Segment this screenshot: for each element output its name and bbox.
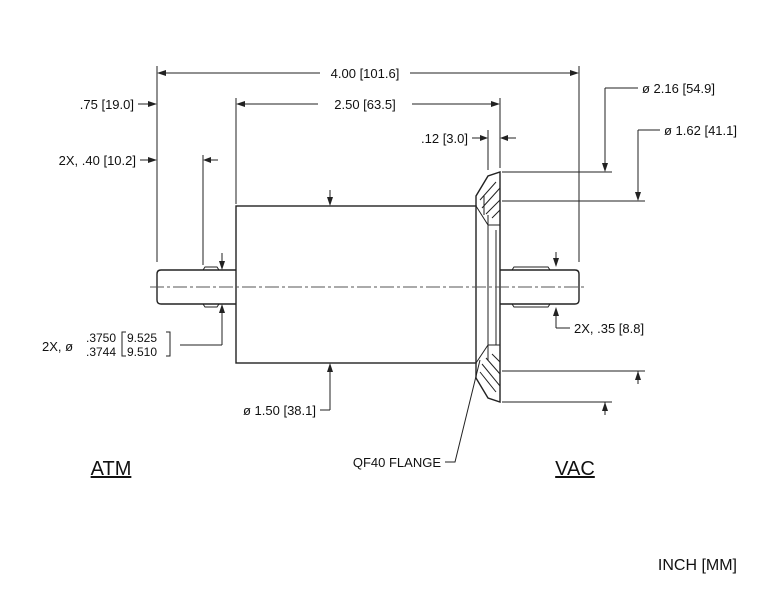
- flange-hatch-top: [479, 181, 501, 219]
- vac-shaft: [500, 269, 580, 305]
- dim-flange-id: ø 1.62 [41.1]: [502, 123, 737, 384]
- flange-label: QF40 FLANGE: [353, 455, 441, 470]
- flange-chamfer-bottom: [475, 344, 500, 364]
- dim-body-length: 2.50 [63.5]: [235, 97, 501, 204]
- atm-label: ATM: [91, 458, 132, 480]
- dim-overall-text: 4.00 [101.6]: [331, 66, 400, 81]
- dim-shaft-max-in: .3750: [86, 331, 116, 345]
- dim-shaft-dia: 2X, ø .3750 .3744 9.525 9.510: [42, 253, 225, 359]
- dim-flange-id-text: ø 1.62 [41.1]: [664, 123, 737, 138]
- tolerance-bracket: [121, 331, 126, 357]
- dim-vac-groove: 2X, .35 [8.8]: [553, 252, 644, 336]
- flange-callout: QF40 FLANGE: [353, 359, 481, 470]
- atm-groove: [202, 266, 220, 308]
- part-outline: [156, 171, 580, 403]
- dim-atm-shaft-text: .75 [19.0]: [80, 97, 134, 112]
- dim-shaft-prefix: 2X, ø: [42, 339, 73, 354]
- dim-shaft-min-in: .3744: [86, 345, 116, 359]
- tolerance-bracket-close: [166, 331, 171, 357]
- vac-label: VAC: [555, 458, 595, 480]
- dim-body-dia-text: ø 1.50 [38.1]: [243, 403, 316, 418]
- dim-atm-groove-text: 2X, .40 [10.2]: [59, 153, 136, 168]
- main-body: [235, 205, 477, 364]
- dim-overall: 4.00 [101.6]: [156, 66, 580, 262]
- dim-flange-od: ø 2.16 [54.9]: [502, 81, 715, 415]
- units-note: INCH [MM]: [658, 557, 737, 574]
- dim-body-length-text: 2.50 [63.5]: [334, 97, 395, 112]
- vac-groove: [511, 266, 551, 308]
- dim-atm-groove: 2X, .40 [10.2]: [59, 153, 218, 265]
- dim-shaft-min-mm: 9.510: [127, 345, 157, 359]
- dim-flange-thk: .12 [3.0]: [421, 130, 516, 170]
- dim-body-dia: ø 1.50 [38.1]: [243, 190, 333, 418]
- dim-atm-shaft: .75 [19.0]: [80, 97, 157, 112]
- dim-flange-od-text: ø 2.16 [54.9]: [642, 81, 715, 96]
- dim-shaft-max-mm: 9.525: [127, 331, 157, 345]
- flange-hatch-bottom: [479, 353, 501, 393]
- dim-flange-thk-text: .12 [3.0]: [421, 131, 468, 146]
- dim-vac-groove-text: 2X, .35 [8.8]: [574, 321, 644, 336]
- flange-chamfer-top: [475, 205, 500, 226]
